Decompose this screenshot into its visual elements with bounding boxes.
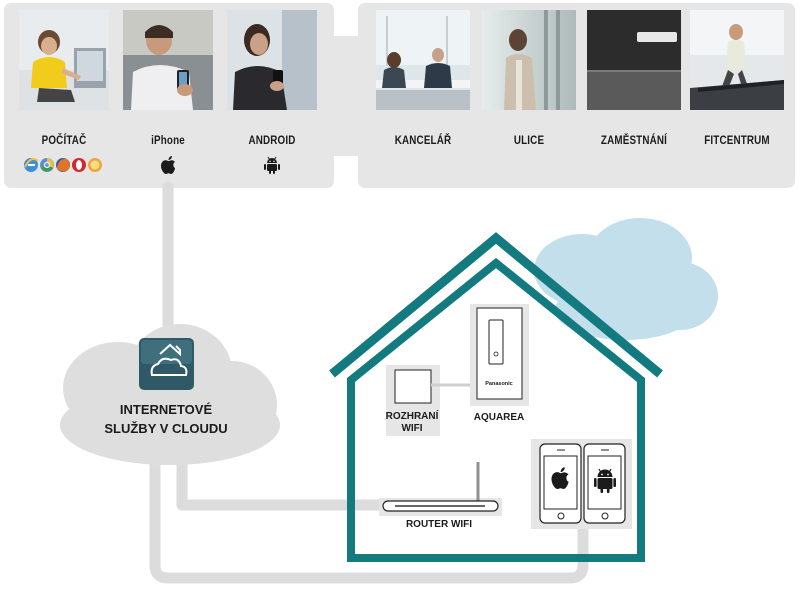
opera-icon	[72, 158, 86, 172]
connection-lines	[149, 181, 589, 584]
browser-icons	[24, 158, 102, 172]
fitness-photo	[690, 10, 784, 110]
grey-cloud	[60, 324, 280, 465]
iphone-photo	[123, 10, 213, 110]
safari-icon	[88, 158, 102, 172]
router	[379, 462, 502, 516]
interface-label-line2: WIFI	[401, 423, 422, 434]
interface-label-line1: ROZHRANÍ	[386, 409, 439, 422]
office-label: KANCELÁŘ	[394, 133, 452, 147]
android-device	[583, 443, 626, 524]
android-label: ANDROID	[248, 133, 296, 147]
fitness-label: FITCENTRUM	[704, 133, 770, 147]
computer-photo	[19, 10, 109, 110]
apple-icon	[161, 156, 175, 174]
cloud-app-icon	[139, 338, 194, 390]
street-label: ULICE	[513, 133, 545, 147]
office-photo	[376, 10, 470, 110]
street-photo	[482, 10, 576, 110]
workplace-photo	[587, 10, 681, 110]
line-cloud-to-phones	[149, 454, 589, 584]
android-robot-icon	[594, 468, 616, 493]
line-cloud-to-router	[176, 454, 396, 511]
aquarea-label: AQUAREA	[474, 412, 525, 423]
house-outline	[329, 232, 663, 562]
iphone-device	[539, 443, 582, 524]
aquarea-unit	[470, 304, 529, 406]
computer-label: POČÍTAČ	[41, 133, 87, 147]
firefox-icon	[56, 158, 70, 172]
wifi-interface	[386, 365, 475, 436]
android-photo	[227, 10, 317, 110]
ie-icon	[24, 158, 39, 172]
cloud-line1: INTERNETOVÉ	[120, 402, 213, 417]
sky-cloud	[534, 218, 718, 340]
router-label: ROUTER WIFI	[406, 519, 472, 530]
panel-connector	[330, 36, 362, 156]
iphone-apple-icon	[551, 467, 569, 489]
cloud-line2: SLUŽBY V CLOUDU	[104, 421, 227, 436]
iphone-label: iPhone	[151, 133, 185, 147]
android-icon	[264, 156, 280, 174]
workplace-label: ZAMĚSTNÁNÍ	[600, 133, 668, 147]
chrome-icon	[40, 158, 54, 172]
panasonic-brand: Panasonic	[485, 381, 513, 387]
